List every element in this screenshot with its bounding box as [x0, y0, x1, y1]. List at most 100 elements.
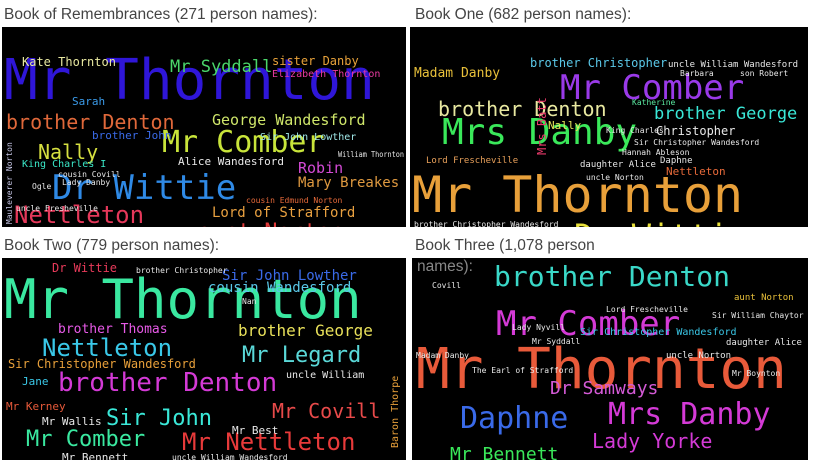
cloud-word-mr-kerney: Mr Kerney [6, 400, 66, 413]
panel-title-book-two: Book Two (779 person names): [4, 237, 220, 254]
cloud-word-brother-christopher: brother Christopher [136, 266, 228, 275]
cloud-word-brother-denton: brother Denton [58, 368, 277, 398]
cloud-word-uncle-william-wandesford: uncle William Wandesford [172, 453, 288, 460]
cloud-word-sister-danby: sister Danby [272, 54, 359, 68]
cloud-word-cousin-wandesford: cousin Wandesford [208, 280, 351, 296]
cloud-word-nettleton: Nettleton [666, 165, 726, 178]
cloud-word-mr-thornton: Mr Thornton [412, 166, 743, 224]
cloud-word-nally: Nally [38, 140, 98, 164]
cloud-word-brother-george: brother George [238, 321, 373, 340]
cloud-word-mrs-danby: Mrs Danby [608, 397, 771, 432]
cloud-word-sir-john: Sir John [106, 406, 212, 431]
cloud-word-mr-syddall: Mr Syddall [532, 337, 580, 346]
cloud-word-brother-denton: brother Denton [6, 110, 175, 134]
cloud-word-sir-john-lowther: Sir John Lowther [260, 132, 356, 143]
cloud-word-sir-christopher-wandesford: Sir Christopher Wandesford [8, 357, 196, 371]
cloud-word-mr-comber: Mr Comber [496, 304, 680, 344]
cloud-word-covill: Covill [432, 281, 461, 290]
cloud-word-brother-christopher-wandesford: brother Christopher Wandesford [414, 220, 559, 227]
cloud-word-dr-wittie: Dr Wittie [52, 168, 236, 208]
cloud-word-mr-thornton: Mr Thornton [4, 48, 375, 113]
cloud-word-mr-comber: Mr Comber [560, 68, 744, 108]
cloud-word-daphne: Daphne [660, 156, 693, 166]
cloud-word-uncle-william: uncle William [286, 370, 364, 381]
cloud-word-kate-thornton: Kate Thornton [22, 55, 116, 69]
cloud-word-mr-comber: Mr Comber [162, 125, 325, 160]
cloud-word-lady-yorke: Lady Yorke [592, 429, 712, 453]
cloud-word-daughter-alice: daughter Alice [726, 338, 802, 348]
cloud-word-cousin-edmund-norton: cousin Edmund Norton [246, 196, 343, 205]
cloud-word-son-robert: son Robert [740, 69, 788, 78]
cloud-word-mrs-danby: Mrs Danby [442, 112, 637, 153]
cloud-word-uncle-mauleverer-norton: uncle Mauleverer Norton [5, 142, 14, 227]
cloud-word-mr-thornton: Mr Thornton [416, 337, 787, 402]
cloud-word-daughter-alice: daughter Alice [580, 160, 656, 170]
cloud-word-brother-denton: brother Denton [438, 97, 607, 121]
cloud-word-brother-denton: brother Denton [494, 260, 730, 293]
cloud-word-aunt-norton: aunt Norton [734, 293, 794, 303]
cloud-word-king-charles: King Charles [606, 126, 664, 135]
cloud-word-uncle-norton: uncle Norton [586, 173, 644, 182]
cloud-word-nally: Nally [548, 119, 581, 132]
cloud-word-dr-wittie: Dr Wittie [52, 261, 117, 275]
cloud-word-mr-wallis: Mr Wallis [42, 415, 102, 428]
panel-title-book-three: Book Three (1,078 person [415, 237, 595, 254]
cloud-word-mr-covill: Mr Covill [272, 399, 380, 423]
cloud-word-madam-danby: Madam Danby [416, 351, 469, 360]
cloud-word-dr-samways: Dr Samways [550, 378, 658, 399]
cloud-word-william-thornton: William Thornton [338, 150, 404, 159]
cloud-word-nan: Nan [242, 297, 257, 306]
cloud-word-mr-boynton: Mr Boynton [732, 369, 780, 378]
cloud-word-george-wandesford: George Wandesford [212, 111, 366, 129]
cloud-word-brother-thomas: brother Thomas [58, 322, 168, 337]
cloud-word-mr-comber: Mr Comber [26, 427, 145, 452]
cloud-word-brother-george: brother George [654, 104, 797, 124]
cloud-word-madam-danby: Madam Danby [414, 66, 500, 81]
cloud-word-mr-best: Mr Best [232, 424, 278, 437]
cloud-word-mr-thornton: Mr Thornton [4, 268, 362, 331]
cloud-word-sarah: Sarah [72, 95, 105, 108]
cloud-word-nettleton: Nettleton [14, 201, 144, 227]
cloud-word-lord-frescheville: Lord Frescheville [606, 305, 688, 314]
cloud-word-hannah-ableson: Hannah Ableson [622, 148, 690, 157]
cloud-word-brother-john: brother John [92, 129, 171, 142]
cloud-word-uncle-fresheville: uncle Fresheville [16, 204, 98, 213]
cloud-word-nettleton: Nettleton [42, 334, 172, 362]
cloud-word-alice-wandesford: Alice Wandesford [178, 155, 284, 168]
cloud-word-lord-of-strafford: Lord of Strafford [212, 205, 355, 221]
cloud-word-sir-john-lowther: Sir John Lowther [222, 268, 357, 284]
cloud-word-ogle: Ogle [32, 182, 51, 191]
cloud-word-king-charles-i: King Charles I [22, 159, 106, 170]
cloud-word-mrs-batt: Mrs Batt [535, 97, 549, 155]
cloud-word-katherine: Katherine [632, 98, 676, 107]
cloud-word-jane: Jane [22, 375, 49, 388]
cloud-word-aunt-norton: aunt Norton [198, 220, 344, 227]
cloud-word-lord-frescheville: Lord Frescheville [426, 156, 518, 166]
panel-title-remembrances: Book of Remembrances (271 person names): [4, 6, 318, 23]
cloud-word-elizabeth-thornton: Elizabeth Thornton [272, 69, 380, 80]
cloud-word-sir-christopher-wandesford: Sir Christopher Wandesford [634, 138, 759, 147]
cloud-word-sir-christopher-wandesford: Sir Christopher Wandesford [580, 327, 737, 338]
cloud-word-mr-nettleton: Mr Nettleton [182, 428, 355, 456]
cloud-word-daphne: Daphne [460, 401, 568, 436]
cloud-word-dr-wittie: Dr Wittie [574, 217, 747, 227]
cloud-word-christopher: Christopher [656, 124, 735, 138]
cloud-word-sir-william-chaytor: Sir William Chaytor [712, 311, 804, 320]
panel-title-book-one: Book One (682 person names): [415, 6, 632, 23]
cloud-word-lady-nyvill: Lady Nyvill [512, 323, 565, 332]
cloud-word-uncle-norton: uncle Norton [666, 351, 731, 361]
cloud-word-uncle-william-wandesford: uncle William Wandesford [668, 60, 798, 70]
cloud-word-cousin-covill: cousin Covill [58, 170, 121, 179]
cloud-word-barbara: Barbara [680, 69, 714, 78]
cloud-word-mary-breakes: Mary Breakes [298, 175, 399, 191]
cloud-word-mr-bennett: Mr Bennett [450, 444, 558, 460]
cloud-word-baron-thorpe: Baron Thorpe [390, 376, 401, 448]
